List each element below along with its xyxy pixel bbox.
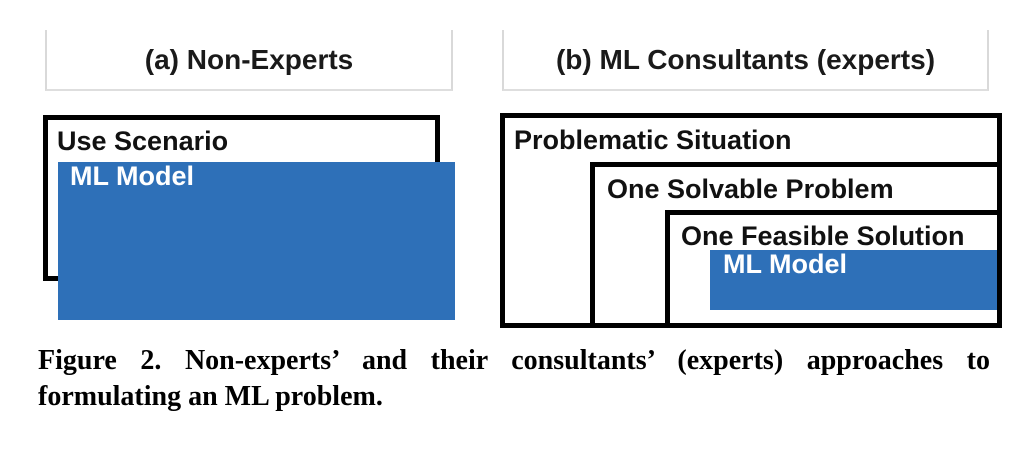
panel-b-header-label: (b) ML Consultants (experts) bbox=[555, 43, 936, 75]
ml-model-label-a: ML Model bbox=[70, 161, 194, 191]
one-feasible-solution-label: One Feasible Solution bbox=[681, 221, 965, 251]
ml-model-box-b: ML Model bbox=[710, 249, 997, 310]
panel-a-header: (a) Non-Experts bbox=[45, 30, 453, 91]
caption-line-1: Figure 2. Non-experts’ and their consult… bbox=[38, 345, 990, 376]
ml-model-box-a: ML Model bbox=[58, 161, 455, 320]
panel-a-header-label: (a) Non-Experts bbox=[144, 43, 354, 75]
ml-model-label-b: ML Model bbox=[723, 249, 847, 279]
one-solvable-problem-label: One Solvable Problem bbox=[607, 174, 894, 204]
caption-line-2: formulating an ML problem. bbox=[38, 381, 383, 412]
use-scenario-label: Use Scenario bbox=[57, 126, 229, 156]
figure-caption: Figure 2. Non-experts’ and their consult… bbox=[38, 343, 990, 415]
panel-b-header: (b) ML Consultants (experts) bbox=[502, 30, 989, 91]
problematic-situation-label: Problematic Situation bbox=[514, 125, 792, 155]
